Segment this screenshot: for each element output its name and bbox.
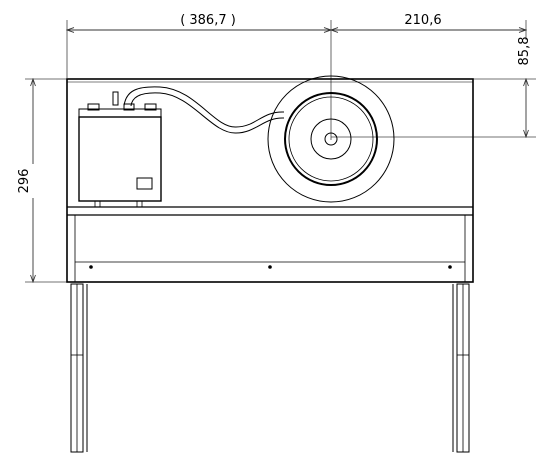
control-box-foot-right — [136, 200, 143, 208]
cable — [123, 86, 285, 134]
dimension-outlet-height: 85,8 — [331, 37, 536, 137]
control-box-body — [78, 116, 162, 202]
fan-housing-ring — [284, 92, 378, 186]
dimension-outlet-offset: 210,6 — [331, 10, 526, 40]
dimension-label-outlet-height: 85,8 — [517, 37, 532, 66]
fan-hub-center — [324, 132, 338, 146]
fan-outlet — [267, 75, 395, 203]
dimension-label-outlet-offset: 210,6 — [404, 13, 441, 28]
control-box-top-plate — [78, 108, 162, 118]
housing-outline — [66, 78, 474, 283]
screw — [268, 265, 272, 269]
connector-right — [144, 103, 157, 111]
screw — [448, 265, 452, 269]
connector-middle — [123, 103, 135, 111]
cable-gland — [112, 91, 119, 106]
control-box-foot-left — [94, 200, 101, 208]
screw — [89, 265, 93, 269]
hood-housing — [66, 78, 474, 283]
dimension-height: 296 — [17, 79, 67, 282]
control-box-connectors — [87, 91, 157, 111]
fan-hub-ring — [310, 118, 352, 160]
dimension-label-background — [395, 10, 451, 27]
control-box-socket — [136, 177, 153, 190]
cable-inner — [130, 92, 285, 134]
cable-outer — [123, 86, 285, 128]
fan-outer-ring — [267, 75, 395, 203]
dimension-label-height: 296 — [17, 169, 32, 194]
support-legs — [70, 283, 470, 453]
fan-housing-inner-ring — [288, 96, 374, 182]
dimension-overall-width: ( 386,7 ) — [67, 10, 331, 140]
control-box — [78, 108, 162, 208]
front-rail-screws — [89, 265, 452, 269]
dimension-label-background — [170, 10, 246, 27]
dimension-label-background — [24, 164, 42, 198]
connector-left — [87, 103, 100, 111]
dimension-label-overall-width: ( 386,7 ) — [180, 13, 236, 28]
